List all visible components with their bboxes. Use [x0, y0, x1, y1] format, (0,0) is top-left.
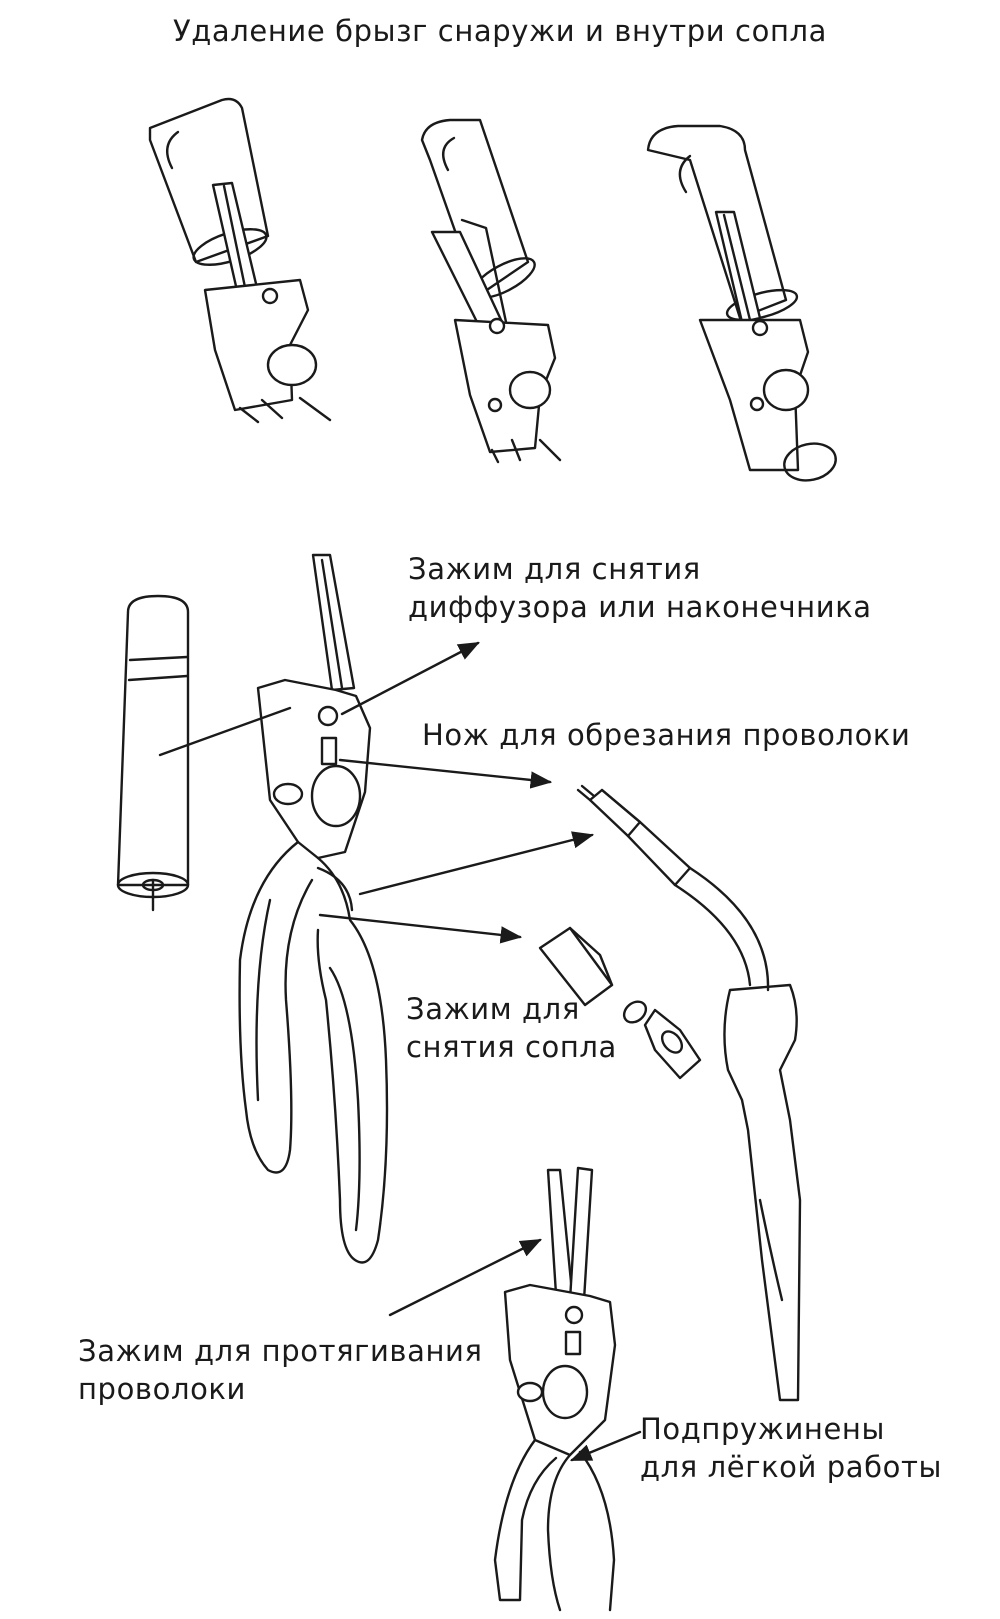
- main-pliers: [238, 553, 389, 1264]
- label-spring: Подпружинены для лёгкой работы: [640, 1412, 942, 1484]
- contact-tip-parts: [538, 784, 702, 1080]
- label-nozzle-clamp: Зажим для снятия сопла: [406, 992, 617, 1064]
- line-nozzle-to-pliers: [158, 706, 292, 757]
- arrow-diffuser-clamp: [340, 641, 480, 716]
- small-pliers: [493, 1166, 617, 1612]
- arrow-wire-cutter: [338, 758, 553, 789]
- label-wire-pull: Зажим для протягивания проволоки: [78, 1334, 483, 1406]
- arrow-nozzle-clamp: [318, 913, 523, 944]
- usage-illustration-rotate: [646, 124, 837, 482]
- arrow-spring: [570, 1430, 642, 1462]
- welding-torch: [673, 866, 802, 1402]
- arrow-nozzle-tip: [358, 831, 595, 896]
- label-wire-cutter: Нож для обрезания проволоки: [422, 718, 911, 752]
- diagram-title: Удаление брызг снаружи и внутри сопла: [172, 14, 828, 48]
- label-diffuser-clamp: Зажим для снятия диффузора или наконечни…: [408, 552, 872, 624]
- arrow-wire-pull: [388, 1238, 542, 1317]
- usage-illustration-outside: [148, 97, 332, 424]
- leader-lines: [158, 641, 642, 1462]
- nozzle-cylinder: [116, 594, 190, 912]
- usage-illustration-inside: [420, 118, 562, 464]
